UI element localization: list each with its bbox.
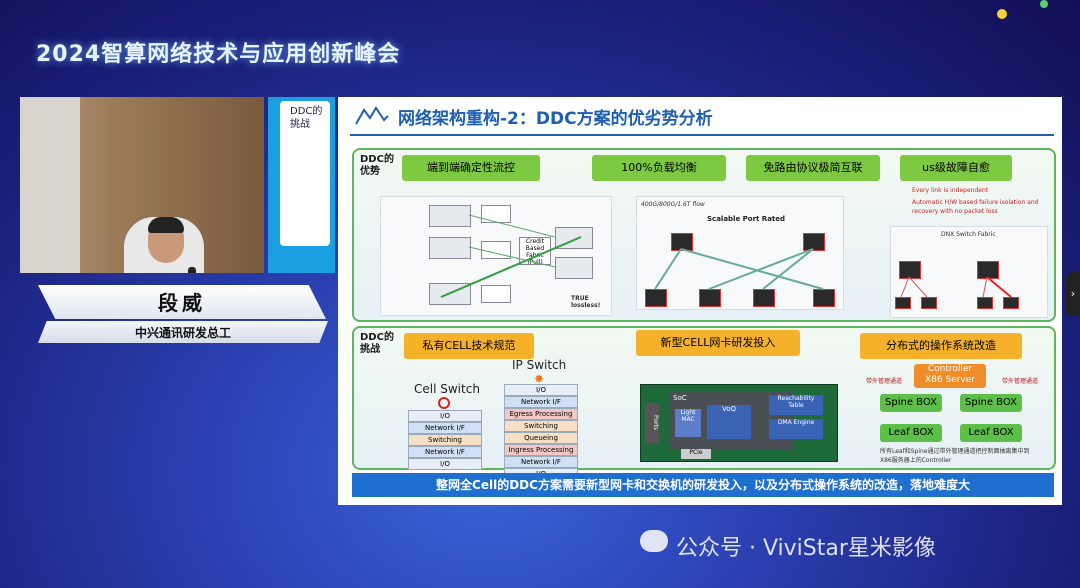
switch-icon [803, 233, 825, 251]
ip-switch-stack: I/O Network I/F Egress Processing Switch… [504, 384, 578, 480]
adv-pill-self-heal: us级故障自愈 [900, 155, 1012, 181]
name-card [38, 285, 326, 319]
scalable-title: Scalable Port Rated [707, 215, 786, 223]
adv-pill-routing-free: 免路由协议极简互联 [746, 155, 880, 181]
credit-fabric-diagram: Credit Based Fabric (Pull) TRUE lossless… [380, 196, 612, 316]
dnx-title: DNX Switch Fabric [941, 231, 996, 238]
ip-switch-icon: ✸ [534, 372, 545, 386]
slide-title: 网络架构重构-2：DDC方案的优劣势分析 [398, 109, 713, 129]
switch-icon [753, 289, 775, 307]
scalable-port-diagram: 400G/800G/1.6T flow Scalable Port Rated [636, 196, 844, 310]
title-underline [350, 134, 1054, 136]
advantages-label: DDC的优势 [360, 154, 394, 177]
switch-icon [645, 289, 667, 307]
switch-icon [977, 297, 993, 309]
nic-board: Ports SoC Light MAC VoQ Reachability Tab… [640, 384, 838, 462]
nic-reach: Reachability Table [769, 395, 823, 415]
cell-switch-stack: I/O Network I/F Switching Network I/F I/… [408, 410, 482, 470]
mgmt-note-right: 带外管理通道 [1002, 378, 1039, 385]
leaf-box-2: Leaf BOX [960, 424, 1022, 442]
switch-icon [813, 289, 835, 307]
controller-box: Controller X86 Server [914, 364, 986, 388]
switch-icon [1003, 297, 1019, 309]
nic-ports: Ports [645, 403, 659, 443]
switch-icon [921, 297, 937, 309]
chal-pill-nic: 新型CELL网卡研发投入 [636, 330, 800, 356]
watermark: 公众号 · ViviStar星米影像 [676, 536, 936, 561]
nic-pcie: PCIe [681, 449, 711, 459]
cell-switch-icon [438, 397, 450, 409]
dnx-fabric-diagram: DNX Switch Fabric [890, 226, 1048, 318]
wechat-icon [640, 530, 668, 552]
cell-switch-title: Cell Switch [414, 382, 480, 396]
ip-switch-title: IP Switch [512, 358, 567, 372]
conclusion-banner: 整网全Cell的DDC方案需要新型网卡和交换机的研发投入，以及分布式操作系统的改… [352, 473, 1054, 497]
speaker-name: 段威 [158, 291, 206, 315]
leaf-box-1: Leaf BOX [880, 424, 942, 442]
scalable-badge: 400G/800G/1.6T flow [641, 201, 705, 208]
adv-bullet-2: Automatic H/W based failure isolation an… [912, 199, 1039, 215]
nic-dma: DMA Engine [769, 419, 823, 439]
side-expand-button[interactable]: › [1066, 272, 1080, 316]
switch-icon [671, 233, 693, 251]
spine-box-1: Spine BOX [880, 394, 942, 412]
decor-dot-green [1040, 0, 1048, 8]
adv-pill-flow-control: 端到端确定性流控 [402, 155, 540, 181]
chal-pill-cell-spec: 私有CELL技术规范 [404, 333, 534, 359]
controller-caption: 所有Leaf和Spine通过带外管理通道把控制面抽离集中到X86服务器上的Con… [880, 448, 1030, 464]
preview-text-1: DDC的 [290, 106, 323, 117]
mgmt-note-left: 带外管理通道 [866, 378, 903, 385]
preview-text-2: 挑战 [290, 119, 310, 130]
adv-pill-load-balance: 100%负载均衡 [592, 155, 726, 181]
switch-icon [895, 297, 911, 309]
network-logo-icon [355, 106, 389, 125]
fabric-note: TRUE lossless! [571, 295, 601, 309]
title-card [38, 321, 328, 343]
speaker-title: 中兴通讯研发总工 [134, 326, 231, 340]
adv-bullet-1: Every link is independent [912, 187, 989, 194]
chal-pill-os: 分布式的操作系统改造 [860, 333, 1022, 359]
slide-preview: DDC的挑战 [268, 97, 335, 273]
event-title: 2024智算网络技术与应用创新峰会 [36, 42, 401, 67]
decor-dot-yellow [997, 9, 1007, 19]
speaker-video [20, 97, 264, 273]
challenges-label: DDC的挑战 [360, 332, 394, 355]
spine-box-2: Spine BOX [960, 394, 1022, 412]
